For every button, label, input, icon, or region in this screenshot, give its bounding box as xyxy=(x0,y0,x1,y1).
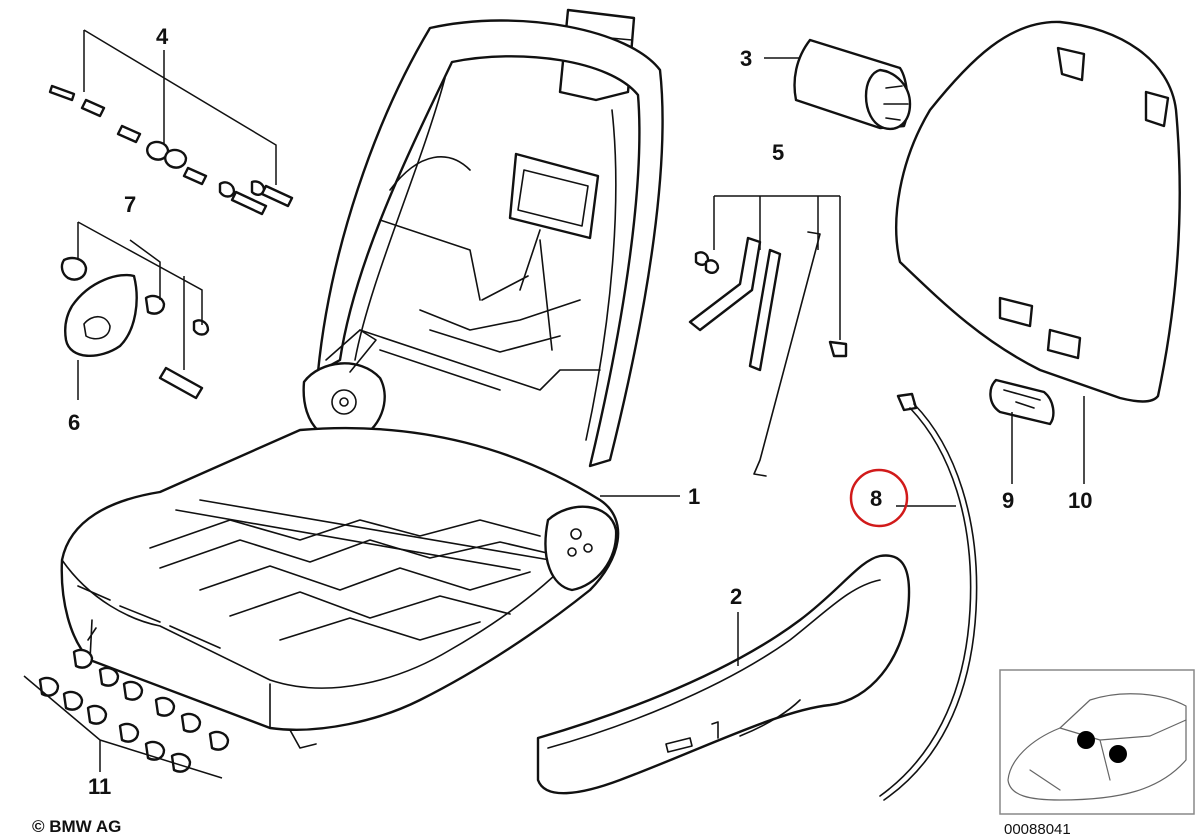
callout-10: 10 xyxy=(1068,488,1092,513)
callout-11: 11 xyxy=(88,774,111,799)
backrest-panel xyxy=(895,20,1181,403)
height-adjuster-part xyxy=(60,256,210,400)
callout-labels: 1 2 3 4 5 6 7 8 9 10 11 xyxy=(68,24,1092,799)
callout-3: 3 xyxy=(740,46,752,71)
linkage-rods xyxy=(688,231,848,477)
callout-2: 2 xyxy=(730,584,742,609)
bowden-cable xyxy=(879,392,978,801)
callout-6: 6 xyxy=(68,410,80,435)
callout-9: 9 xyxy=(1002,488,1014,513)
copyright-text: © BMW AG xyxy=(32,817,121,836)
callout-4: 4 xyxy=(156,24,169,49)
callout-8: 8 xyxy=(870,486,882,511)
switch-part xyxy=(989,378,1055,426)
vehicle-location-thumbnail xyxy=(999,669,1195,815)
location-dot-right xyxy=(1109,745,1127,763)
seat-frame xyxy=(60,8,664,749)
highlight-ring xyxy=(849,468,909,528)
callout-1: 1 xyxy=(688,484,700,509)
diagram-number: 00088041 xyxy=(1004,821,1071,838)
nuts-and-bushings xyxy=(38,648,230,773)
callout-7: 7 xyxy=(124,192,136,217)
leader-lines xyxy=(23,29,1085,779)
seat-motor-part xyxy=(793,38,912,131)
side-trim-panel xyxy=(536,554,911,795)
location-dot-left xyxy=(1077,731,1095,749)
callout-5: 5 xyxy=(772,140,784,165)
bolts-and-bushings xyxy=(48,84,294,216)
